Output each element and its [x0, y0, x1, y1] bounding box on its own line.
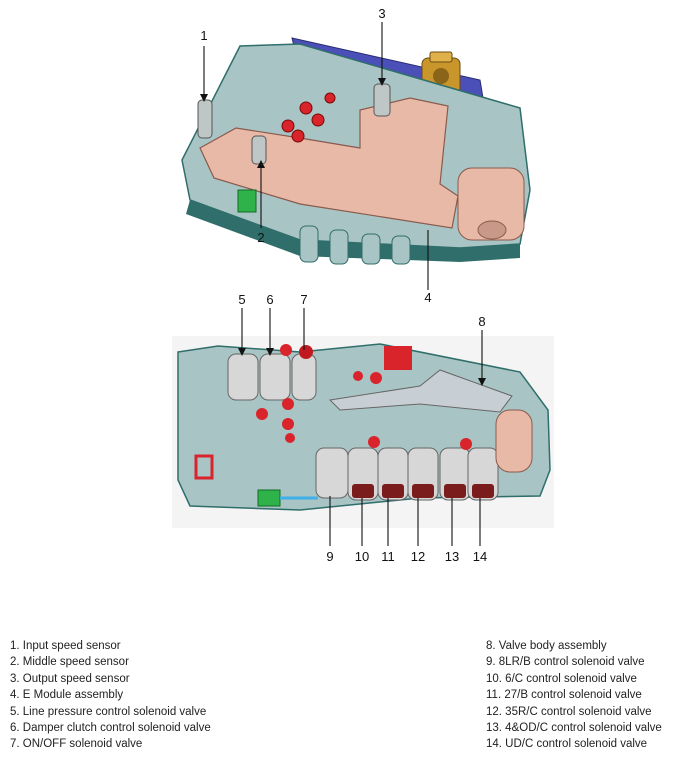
callout-6: 6	[266, 292, 273, 307]
legend-item: 1. Input speed sensor	[10, 640, 121, 652]
top-solenoid-caps	[281, 92, 336, 143]
legend-item: 6. Damper clutch control solenoid valve	[10, 722, 211, 735]
callout-13: 13	[445, 549, 459, 564]
input-speed-sensor-shape	[197, 99, 213, 139]
legend-item: 11. 27/B control solenoid valve	[486, 689, 642, 702]
red-bracket	[194, 454, 214, 480]
green-port-top	[237, 189, 257, 213]
red-block	[384, 346, 412, 370]
legend-item: 12. 35R/C control solenoid valve	[486, 705, 652, 718]
mounting-bosses	[299, 225, 411, 265]
legend-item: 4. E Module assembly	[10, 689, 124, 702]
bottom-red-caps	[256, 371, 472, 450]
top-row-solenoids	[227, 344, 317, 401]
legend-item: 8. Valve body assembly	[486, 640, 607, 652]
right-end-cylinder	[457, 167, 525, 241]
callout-10: 10	[355, 549, 369, 564]
legend-item: 9. 8LR/B control solenoid valve	[486, 656, 645, 669]
callout-5: 5	[238, 292, 245, 307]
callout-4: 4	[424, 290, 431, 305]
callout-14: 14	[473, 549, 487, 564]
valve-body-diagram: 1 2 3 4 5 6 7 8 9 10 11 12 13 14	[172, 6, 554, 564]
green-port-bottom	[257, 489, 281, 507]
legend-item: 14. UD/C control solenoid valve	[486, 738, 648, 751]
valve-body-base-top	[186, 200, 520, 262]
callout-numbers: 1 2 3 4 5 6 7 8 9 10 11 12 13 14	[200, 6, 487, 564]
callout-2: 2	[257, 230, 264, 245]
callout-leaders	[200, 22, 486, 546]
callout-12: 12	[411, 549, 425, 564]
legend-item: 10. 6/C control solenoid valve	[486, 672, 637, 685]
callout-7: 7	[300, 292, 307, 307]
legend-right: 8. Valve body assembly 9. 8LR/B control …	[486, 638, 662, 753]
legend-item: 3. Output speed sensor	[10, 672, 130, 685]
callout-3: 3	[378, 6, 385, 21]
legend-item: 2. Middle speed sensor	[10, 656, 129, 669]
callout-9: 9	[326, 549, 333, 564]
callout-8: 8	[478, 314, 485, 329]
top-assembly-illustration	[181, 37, 531, 265]
bottom-assembly-illustration	[172, 336, 554, 528]
right-cylinder-bottom	[495, 409, 533, 473]
middle-speed-sensor-shape	[251, 135, 267, 165]
legend-left: 1. Input speed sensor 2. Middle speed se…	[10, 638, 211, 753]
bottom-row-solenoids	[315, 447, 499, 501]
callout-11: 11	[381, 549, 395, 564]
callout-1: 1	[200, 28, 207, 43]
legend-item: 5. Line pressure control solenoid valve	[10, 705, 207, 718]
legend-item: 13. 4&OD/C control solenoid valve	[486, 722, 662, 735]
legend-item: 7. ON/OFF solenoid valve	[10, 738, 143, 751]
valve-body-bracket	[328, 369, 513, 413]
output-speed-sensor-shape	[373, 83, 391, 117]
